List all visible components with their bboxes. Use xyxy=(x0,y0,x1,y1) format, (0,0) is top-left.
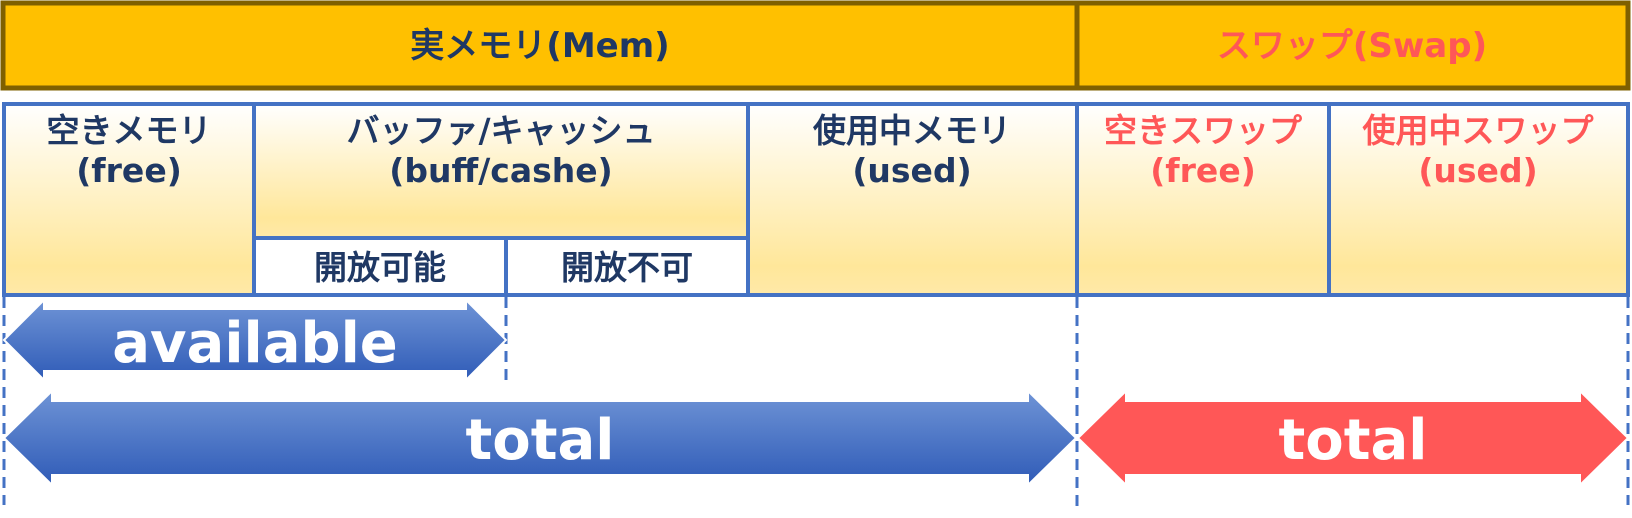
free-swap-label: 空きスワップ xyxy=(1104,111,1303,150)
free-swap-sublabel: (free) xyxy=(1150,151,1256,190)
swap-header-bar xyxy=(1074,0,1631,91)
available-arrow-label: available xyxy=(112,311,398,376)
not-releasable-cell xyxy=(504,236,750,297)
available-arrow xyxy=(2,297,508,383)
used-memory-cell xyxy=(746,102,1079,297)
used-memory-label: 使用中メモリ xyxy=(813,111,1011,150)
free-swap-cell xyxy=(1075,102,1331,297)
used-memory-sublabel: (used) xyxy=(852,151,971,190)
swap-total-arrow xyxy=(1076,388,1630,488)
releasable-label: 開放可能 xyxy=(314,248,446,287)
free-memory-cell xyxy=(2,102,256,297)
releasable-cell xyxy=(252,236,508,297)
swap-header-title: スワップ(Swap) xyxy=(1217,26,1487,66)
swap-total-arrow-label: total xyxy=(1279,408,1428,473)
buff-cache-sublabel: (buff/cashe) xyxy=(389,151,612,190)
mem-total-arrow xyxy=(2,388,1078,488)
used-swap-label: 使用中スワップ xyxy=(1363,111,1595,150)
free-memory-label: 空きメモリ xyxy=(47,111,212,150)
mem-header-bar xyxy=(0,0,1080,91)
used-swap-cell xyxy=(1327,102,1630,297)
mem-total-arrow-label: total xyxy=(466,408,615,473)
free-memory-sublabel: (free) xyxy=(76,151,182,190)
not-releasable-label: 開放不可 xyxy=(561,248,693,287)
buff-cache-label: バッファ/キャッシュ xyxy=(346,111,655,150)
mem-header-title: 実メモリ(Mem) xyxy=(410,26,669,66)
used-swap-sublabel: (used) xyxy=(1418,151,1537,190)
